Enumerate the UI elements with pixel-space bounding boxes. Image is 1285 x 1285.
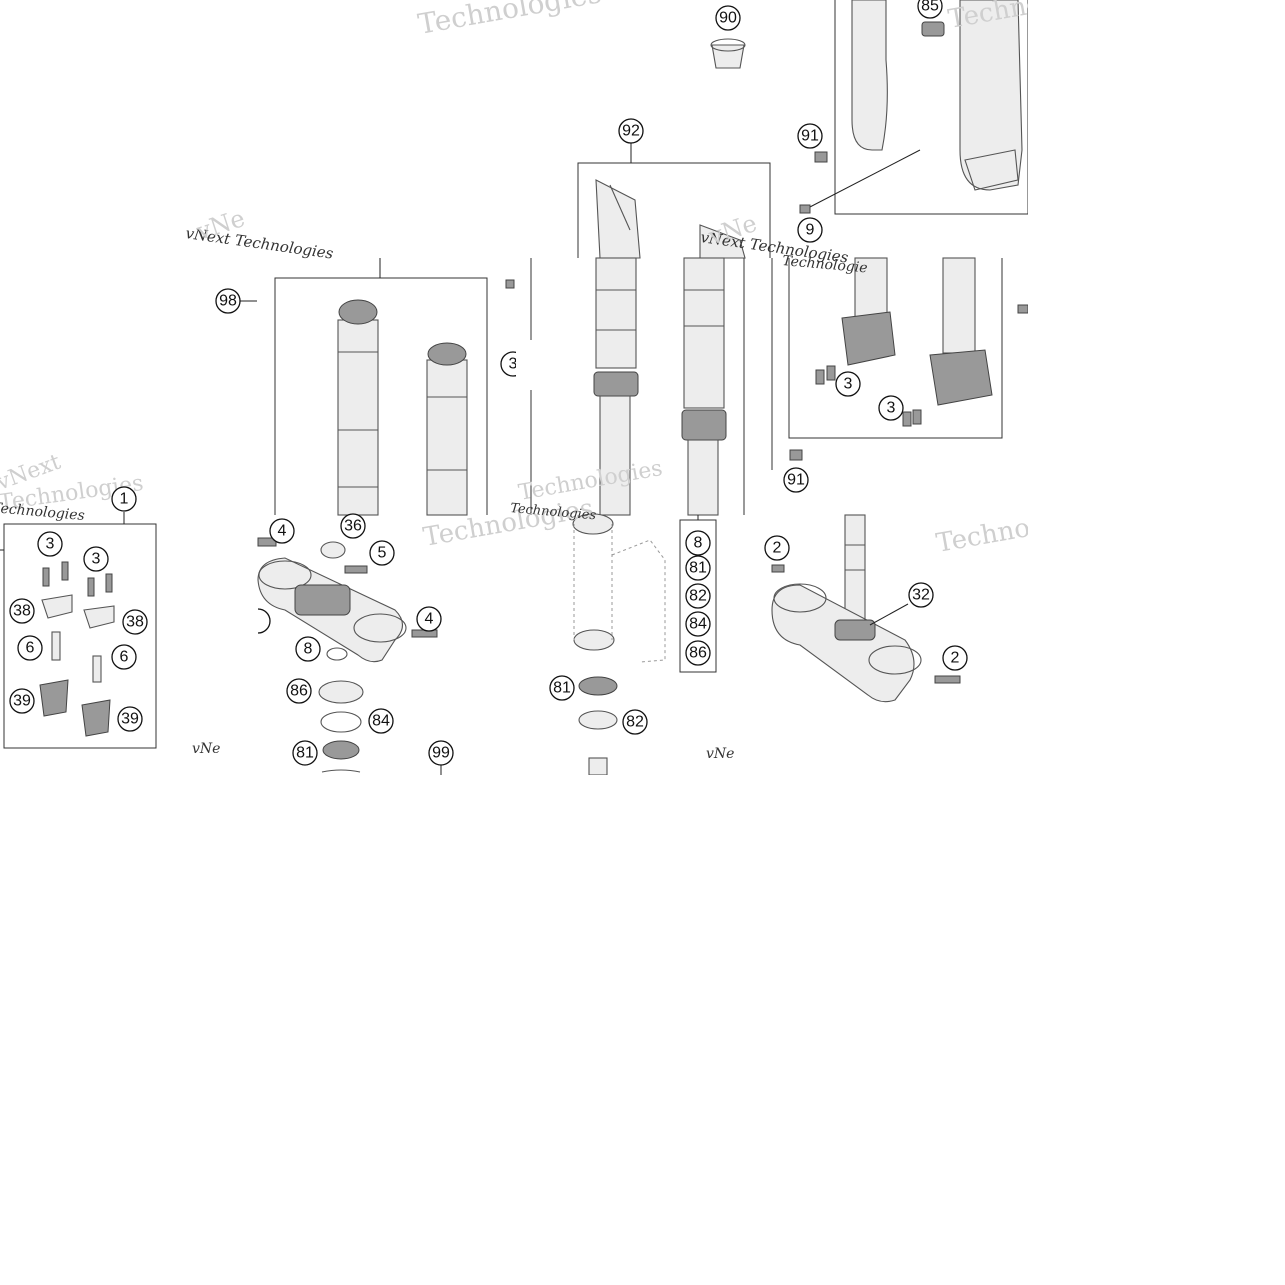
- callout-39-b: 39: [117, 706, 143, 732]
- svg-text:36: 36: [344, 518, 362, 535]
- callout-91-bottom: 91: [783, 467, 809, 493]
- svg-text:3: 3: [887, 400, 896, 417]
- fork-legs-panel-top-right: [799, 0, 1029, 215]
- lower-triple-clamp-right: [771, 514, 961, 703]
- callout-32: 32: [908, 582, 934, 608]
- callout-3-kit-a: 3: [37, 531, 63, 557]
- svg-text:3: 3: [46, 536, 55, 553]
- svg-text:81: 81: [553, 680, 571, 697]
- callout-6-a: 6: [17, 635, 43, 661]
- callout-91-top: 91: [797, 123, 823, 149]
- callout-4-b: 4: [416, 606, 442, 632]
- callout-2-a: 2: [764, 535, 790, 561]
- svg-text:6: 6: [26, 640, 35, 657]
- callout-36: 36: [340, 513, 366, 539]
- svg-text:3: 3: [92, 551, 101, 568]
- svg-text:81: 81: [296, 745, 314, 762]
- svg-text:90: 90: [719, 10, 737, 27]
- callout-38-b: 38: [122, 609, 148, 635]
- callout-82-group: 82: [685, 583, 711, 609]
- callout-1: 1: [111, 486, 137, 512]
- fork-clamps-panel-right: [788, 257, 1029, 461]
- svg-text:82: 82: [689, 588, 707, 605]
- callout-81-left: 81: [292, 740, 318, 766]
- svg-text:6: 6: [120, 649, 129, 666]
- svg-text:2: 2: [951, 650, 960, 667]
- svg-text:86: 86: [689, 645, 707, 662]
- callout-81-mid: 81: [549, 675, 575, 701]
- callout-2-b: 2: [942, 645, 968, 671]
- svg-text:8: 8: [304, 641, 313, 658]
- svg-text:99: 99: [432, 745, 450, 762]
- steering-stem-dashed: [572, 513, 717, 776]
- handlebar-clamp-panel-1: [0, 512, 157, 749]
- callout-84-group: 84: [685, 611, 711, 637]
- svg-text:3: 3: [509, 356, 518, 373]
- callout-81-group: 81: [685, 555, 711, 581]
- watermark-stem-label: Technologies: [510, 501, 597, 523]
- callout-6-b: 6: [111, 644, 137, 670]
- svg-text:39: 39: [121, 711, 139, 728]
- svg-text:81: 81: [689, 560, 707, 577]
- watermark-bottom-mid: vNe: [706, 746, 734, 762]
- callout-86-left: 86: [286, 678, 312, 704]
- svg-text:32: 32: [912, 587, 930, 604]
- callout-38-a: 38: [9, 598, 35, 624]
- watermark-top: Technologies: [415, 0, 603, 41]
- callout-92: 92: [618, 118, 644, 144]
- watermark-bottom-left: vNe: [192, 741, 220, 757]
- svg-text:91: 91: [787, 472, 805, 489]
- svg-text:2: 2: [773, 540, 782, 557]
- fork-legs-panel-middle: [530, 257, 773, 516]
- watermark-right-label: Technologie: [782, 253, 869, 276]
- clipped-callouts: 3: [232, 340, 532, 644]
- callout-3-clamp-b: 3: [878, 395, 904, 421]
- svg-text:82: 82: [626, 714, 644, 731]
- callouts: 90 85 92 91 9 98 3 3 91 1 3 3 38 38 6 6 …: [9, 0, 968, 766]
- callout-4-a: 4: [269, 518, 295, 544]
- callout-99: 99: [428, 740, 454, 766]
- svg-text:3: 3: [844, 376, 853, 393]
- callout-3-clamp-a: 3: [835, 371, 861, 397]
- ring-part-90: [710, 38, 746, 69]
- svg-text:98: 98: [219, 293, 237, 310]
- callout-8-left: 8: [295, 636, 321, 662]
- svg-text:9: 9: [806, 222, 815, 239]
- svg-text:8: 8: [694, 535, 703, 552]
- svg-text:91: 91: [801, 128, 819, 145]
- svg-text:38: 38: [126, 614, 144, 631]
- svg-text:1: 1: [120, 491, 129, 508]
- fork-tubes-panel-92: [577, 143, 771, 259]
- svg-text:39: 39: [13, 693, 31, 710]
- callout-3-kit-b: 3: [83, 546, 109, 572]
- svg-text:5: 5: [378, 545, 387, 562]
- svg-text:84: 84: [372, 713, 390, 730]
- svg-text:86: 86: [290, 683, 308, 700]
- svg-text:4: 4: [278, 523, 287, 540]
- lower-triple-clamp-left: [257, 537, 442, 775]
- svg-text:38: 38: [13, 603, 31, 620]
- callout-90: 90: [715, 5, 741, 31]
- callout-86-group: 86: [685, 640, 711, 666]
- svg-text:92: 92: [622, 123, 640, 140]
- callout-8-group: 8: [685, 530, 711, 556]
- callout-5: 5: [369, 540, 395, 566]
- svg-text:85: 85: [921, 0, 939, 15]
- fork-tubes-panel-98: [240, 258, 515, 516]
- callout-9: 9: [797, 217, 823, 243]
- callout-82-mid: 82: [622, 709, 648, 735]
- svg-text:4: 4: [425, 611, 434, 628]
- callout-85: 85: [917, 0, 943, 19]
- callout-84-left: 84: [368, 708, 394, 734]
- svg-text:84: 84: [689, 616, 707, 633]
- callout-98: 98: [215, 288, 241, 314]
- callout-39-a: 39: [9, 688, 35, 714]
